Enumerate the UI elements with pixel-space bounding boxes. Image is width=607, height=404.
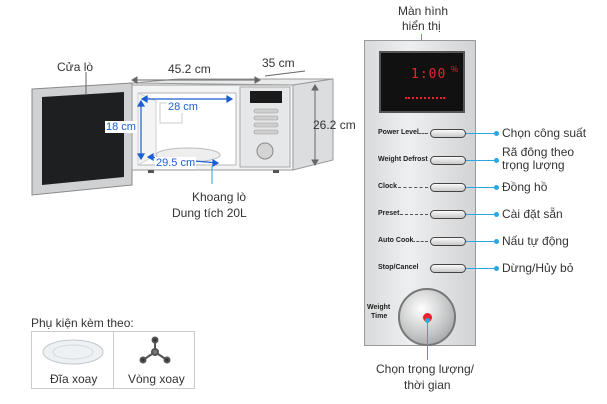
weight-defrost-button[interactable] (430, 156, 466, 165)
knob-function-line1: Chọn trọng lượng/ (376, 362, 474, 376)
microwave-illustration (28, 55, 358, 205)
depth-dimension: 35 cm (262, 56, 295, 70)
button-label-stop-cancel: Stop/Cancel (378, 264, 419, 271)
connector-power-level (466, 133, 496, 134)
microwave-drawing (31, 78, 334, 196)
turntable-plate-icon (42, 339, 104, 365)
dash-auto-cook (412, 241, 428, 242)
connector-dot-preset (494, 212, 499, 217)
preset-button[interactable] (430, 210, 466, 219)
connector-dot-stop-cancel (494, 266, 499, 271)
connector-clock (466, 187, 496, 188)
connector-preset (466, 214, 496, 215)
connector-dot-auto-cook (494, 239, 499, 244)
knob-connector-dot (425, 318, 430, 323)
cavity-height: 18 cm (105, 121, 137, 133)
accessory-plate: Đĩa xoay (32, 332, 114, 388)
display-label-line2: hiển thị (402, 19, 441, 33)
accessory-ring: Vòng xoay (114, 332, 196, 388)
display-value: 1:00 (411, 67, 447, 82)
function-power-level: Chọn công suất (502, 126, 587, 140)
accessories-title: Phụ kiện kèm theo: (31, 316, 134, 330)
cavity-label-line2: Dung tích 20L (172, 206, 247, 220)
function-clock: Đồng hồ (502, 180, 548, 194)
display-label-line1: Màn hình (398, 4, 449, 18)
connector-dot-clock (494, 185, 499, 190)
connector-dot-power-level (494, 131, 499, 136)
function-stop-cancel: Dừng/Hủy bỏ (502, 261, 574, 275)
dimension-lines (85, 70, 319, 184)
door-label: Cửa lò (57, 60, 94, 74)
percent-icon: % (451, 65, 459, 74)
dash-power-level (418, 133, 428, 134)
function-preset: Cài đặt sẵn (502, 207, 563, 221)
dash-clock (398, 187, 428, 188)
connector-weight-defrost (466, 160, 496, 161)
height-dimension: 26.2 cm (313, 118, 356, 132)
cavity-label-line1: Khoang lò (192, 190, 247, 204)
width-dimension: 45.2 cm (168, 62, 211, 76)
knob-center-icon (423, 313, 432, 322)
cavity-depth: 29.5 cm (155, 157, 197, 169)
display-screen: 1:00 % (379, 51, 465, 113)
stop-cancel-button[interactable] (430, 264, 466, 273)
button-label-preset: Preset (378, 210, 400, 217)
function-weight-defrost: Rã đông theo trọng lượng (502, 146, 598, 172)
power-level-button[interactable] (430, 129, 466, 138)
connector-auto-cook (466, 241, 496, 242)
accessory-plate-label: Đĩa xoay (50, 372, 98, 386)
function-auto-cook: Nấu tự động (502, 234, 569, 248)
clock-button[interactable] (430, 183, 466, 192)
dash-preset (400, 214, 428, 215)
accessory-ring-label: Vòng xoay (128, 372, 185, 386)
function-weight-defrost-text: Rã đông theo trọng lượng (502, 145, 575, 172)
button-label-power-level: Power Level (378, 129, 419, 136)
status-indicators (405, 97, 445, 102)
connector-dot-weight-defrost (494, 158, 499, 163)
button-label-weight-defrost: Weight Defrost (378, 156, 428, 163)
knob-label-line1: Weight (367, 304, 391, 311)
accessories-box: Đĩa xoay Vòng xoay (31, 331, 195, 389)
knob-connector (427, 320, 428, 360)
cavity-width: 28 cm (167, 101, 199, 113)
roller-ring-icon (139, 336, 171, 364)
knob-label-line2: Time (371, 313, 388, 320)
connector-stop-cancel (466, 268, 496, 269)
button-label-clock: Clock (378, 183, 398, 190)
button-label-auto-cook: Auto Cook (378, 237, 414, 244)
auto-cook-button[interactable] (430, 237, 466, 246)
knob-function-line2: thời gian (404, 378, 451, 392)
